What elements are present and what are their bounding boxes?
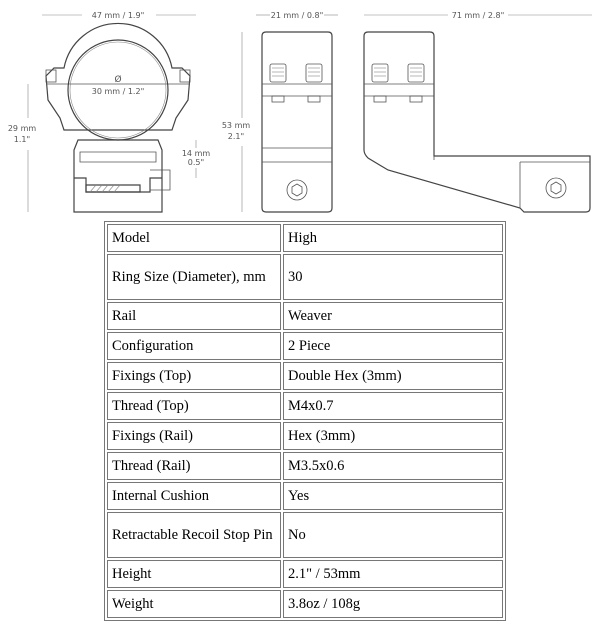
side-view: 21 mm / 0.8" 53 mm 2.1": [222, 11, 338, 213]
table-row: Internal Cushion Yes: [107, 482, 503, 510]
spec-key: Weight: [107, 590, 281, 618]
table-row: Thread (Top) M4x0.7: [107, 392, 503, 420]
spec-value: M3.5x0.6: [283, 452, 503, 480]
table-row: Fixings (Rail) Hex (3mm): [107, 422, 503, 450]
spec-value: 3.8oz / 108g: [283, 590, 503, 618]
left-height-inch: 1.1": [14, 135, 30, 144]
spec-value: Weaver: [283, 302, 503, 330]
left-height-value: 29 mm: [8, 124, 37, 133]
front-view: 47 mm / 1.9" Ø 30 mm / 1.2" 29 mm 1.1": [8, 11, 211, 213]
spec-key: Rail: [107, 302, 281, 330]
rail-height-inch: 0.5": [188, 158, 204, 167]
table-row: Height 2.1" / 53mm: [107, 560, 503, 588]
spec-key: Fixings (Top): [107, 362, 281, 390]
spec-table: Model High Ring Size (Diameter), mm 30 R…: [104, 221, 506, 621]
table-row: Retractable Recoil Stop Pin No: [107, 512, 503, 558]
spec-value: 2.1" / 53mm: [283, 560, 503, 588]
spec-value: Yes: [283, 482, 503, 510]
spec-key: Internal Cushion: [107, 482, 281, 510]
spec-key: Retractable Recoil Stop Pin: [107, 512, 281, 558]
cantilever-view: 71 mm / 2.8": [363, 11, 592, 213]
spec-value: Double Hex (3mm): [283, 362, 503, 390]
table-row: Thread (Rail) M3.5x0.6: [107, 452, 503, 480]
spec-key: Configuration: [107, 332, 281, 360]
table-row: Ring Size (Diameter), mm 30: [107, 254, 503, 300]
spec-key: Fixings (Rail): [107, 422, 281, 450]
spec-key: Thread (Top): [107, 392, 281, 420]
total-height-inch: 2.1": [228, 132, 244, 141]
table-row: Configuration 2 Piece: [107, 332, 503, 360]
diameter-symbol: Ø: [114, 74, 121, 85]
spec-key: Thread (Rail): [107, 452, 281, 480]
table-row: Model High: [107, 224, 503, 252]
spec-value: 2 Piece: [283, 332, 503, 360]
spec-key: Height: [107, 560, 281, 588]
spec-value: No: [283, 512, 503, 558]
length-label: 71 mm / 2.8": [452, 11, 505, 20]
ring-diameter-label: 30 mm / 1.2": [92, 87, 145, 96]
spec-key: Ring Size (Diameter), mm: [107, 254, 281, 300]
spec-table-container: Model High Ring Size (Diameter), mm 30 R…: [104, 221, 506, 621]
table-row: Rail Weaver: [107, 302, 503, 330]
spec-value: Hex (3mm): [283, 422, 503, 450]
spec-value: 30: [283, 254, 503, 300]
spec-value: M4x0.7: [283, 392, 503, 420]
technical-drawing: 47 mm / 1.9" Ø 30 mm / 1.2" 29 mm 1.1": [8, 11, 592, 213]
table-row: Fixings (Top) Double Hex (3mm): [107, 362, 503, 390]
total-height-value: 53 mm: [222, 121, 251, 130]
table-row: Weight 3.8oz / 108g: [107, 590, 503, 618]
spec-key: Model: [107, 224, 281, 252]
ring-width-label: 47 mm / 1.9": [92, 11, 145, 20]
side-width-label: 21 mm / 0.8": [271, 11, 324, 20]
spec-value: High: [283, 224, 503, 252]
rail-height-value: 14 mm: [182, 149, 211, 158]
